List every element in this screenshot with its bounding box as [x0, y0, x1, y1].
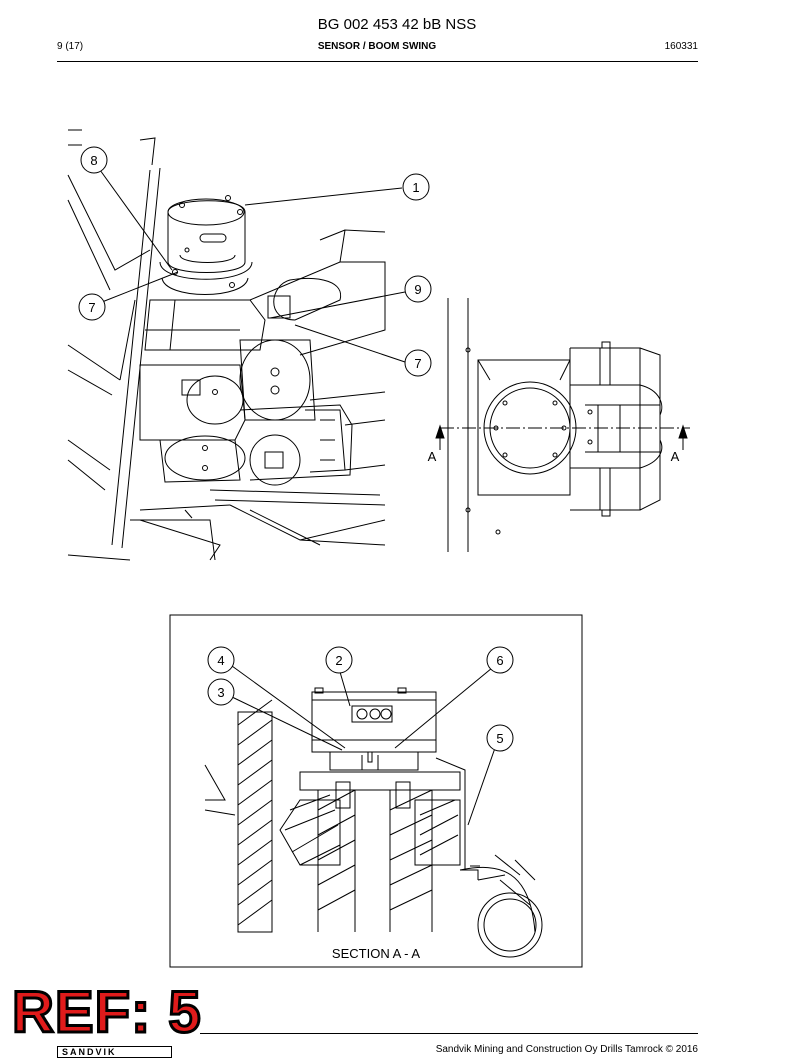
svg-text:7: 7 [88, 300, 95, 315]
balloon-9: 9 [404, 275, 432, 303]
svg-text:8: 8 [90, 153, 97, 168]
section-caption: SECTION A - A [331, 946, 421, 961]
copyright-text: Sandvik Mining and Construction Oy Drill… [435, 1044, 698, 1055]
svg-text:1: 1 [412, 180, 419, 195]
svg-text:3: 3 [217, 685, 224, 700]
footer-rule [200, 1033, 698, 1034]
balloon-8: 8 [80, 146, 108, 174]
document-date: 160331 [664, 41, 698, 52]
svg-text:9: 9 [414, 282, 421, 297]
company-logo: SANDVIK [57, 1046, 172, 1058]
svg-text:5: 5 [496, 731, 503, 746]
balloon-5: 5 [486, 724, 514, 752]
section-view [169, 614, 583, 968]
side-view [439, 298, 690, 552]
svg-text:4: 4 [217, 653, 224, 668]
balloon-3: 3 [207, 678, 235, 706]
isometric-view [67, 129, 406, 561]
page-number: 9 (17) [57, 41, 84, 52]
svg-text:2: 2 [335, 653, 342, 668]
section-marker-left: A [428, 449, 437, 464]
header-rule [57, 61, 698, 62]
balloon-2: 2 [325, 646, 353, 674]
section-marker-right: A [671, 449, 680, 464]
document-title: BG 002 453 42 bB NSS [317, 16, 477, 33]
svg-text:6: 6 [496, 653, 503, 668]
balloon-6: 6 [486, 646, 514, 674]
svg-text:7: 7 [414, 356, 421, 371]
balloon-7-left: 7 [78, 293, 106, 321]
ref-stamp: REF: 5 [11, 980, 203, 1045]
top-figure-balloons: 1 8 7 9 7 A A [78, 146, 680, 464]
balloon-7-right: 7 [404, 349, 432, 377]
balloon-4: 4 [207, 646, 235, 674]
section-title: SENSOR / BOOM SWING [317, 41, 437, 52]
logo-text: SANDVIK [62, 1047, 117, 1057]
bottom-figure-balloons: 4 2 6 3 5 [207, 646, 514, 752]
balloon-1: 1 [402, 173, 430, 201]
